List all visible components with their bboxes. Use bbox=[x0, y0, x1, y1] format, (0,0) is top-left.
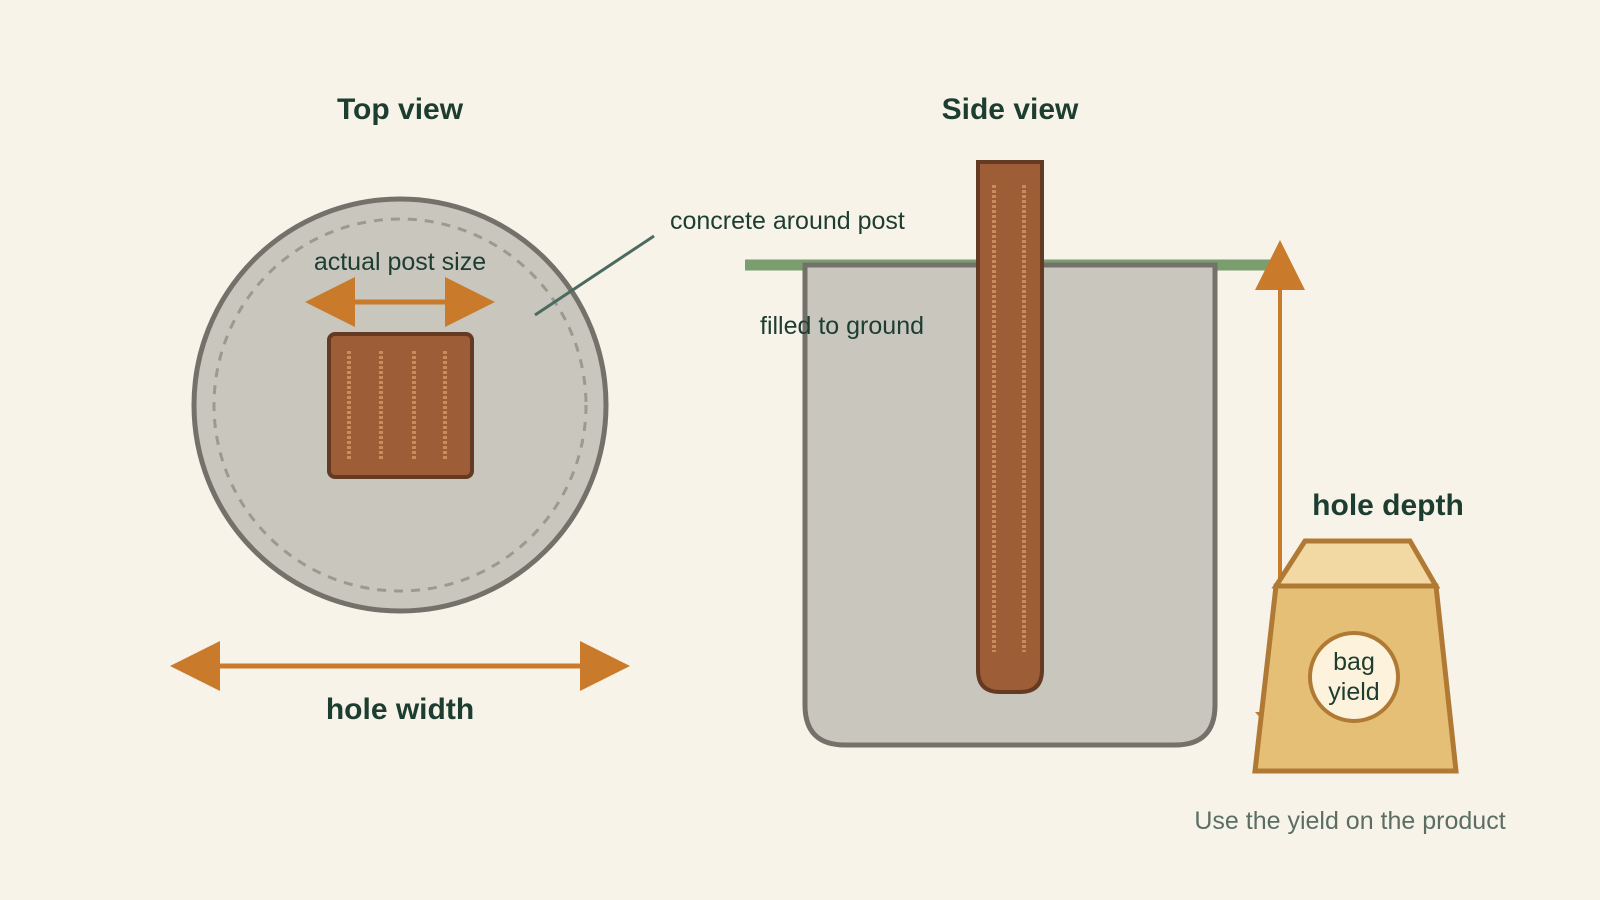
post-top-grain bbox=[347, 351, 447, 460]
post-top bbox=[327, 332, 474, 479]
bag-label-line1: bag bbox=[1333, 648, 1375, 676]
hole-width-label: hole width bbox=[326, 693, 474, 726]
hole-depth-label: hole depth bbox=[1312, 489, 1464, 522]
concrete-callout-label: concrete around post bbox=[670, 207, 905, 235]
bag-label-line2: yield bbox=[1328, 678, 1379, 706]
filled-to-ground-label: filled to ground bbox=[760, 312, 924, 340]
concrete-bag: bag yield bbox=[1252, 538, 1459, 774]
post-size-arrow bbox=[305, 277, 495, 327]
hole-width-arrow bbox=[170, 641, 630, 691]
top-view-title: Top view bbox=[337, 93, 464, 126]
bag-yield-note: Use the yield on the product bbox=[1194, 807, 1505, 835]
hole-top-dashed-ring bbox=[212, 217, 588, 593]
post-side bbox=[976, 160, 1044, 694]
bag-top bbox=[1271, 538, 1441, 589]
bag-yield-badge bbox=[1308, 631, 1400, 723]
post-size-label: actual post size bbox=[314, 248, 486, 276]
callout-leader-line bbox=[534, 234, 655, 317]
side-view-title: Side view bbox=[942, 93, 1079, 126]
post-side-grain bbox=[992, 185, 1026, 652]
